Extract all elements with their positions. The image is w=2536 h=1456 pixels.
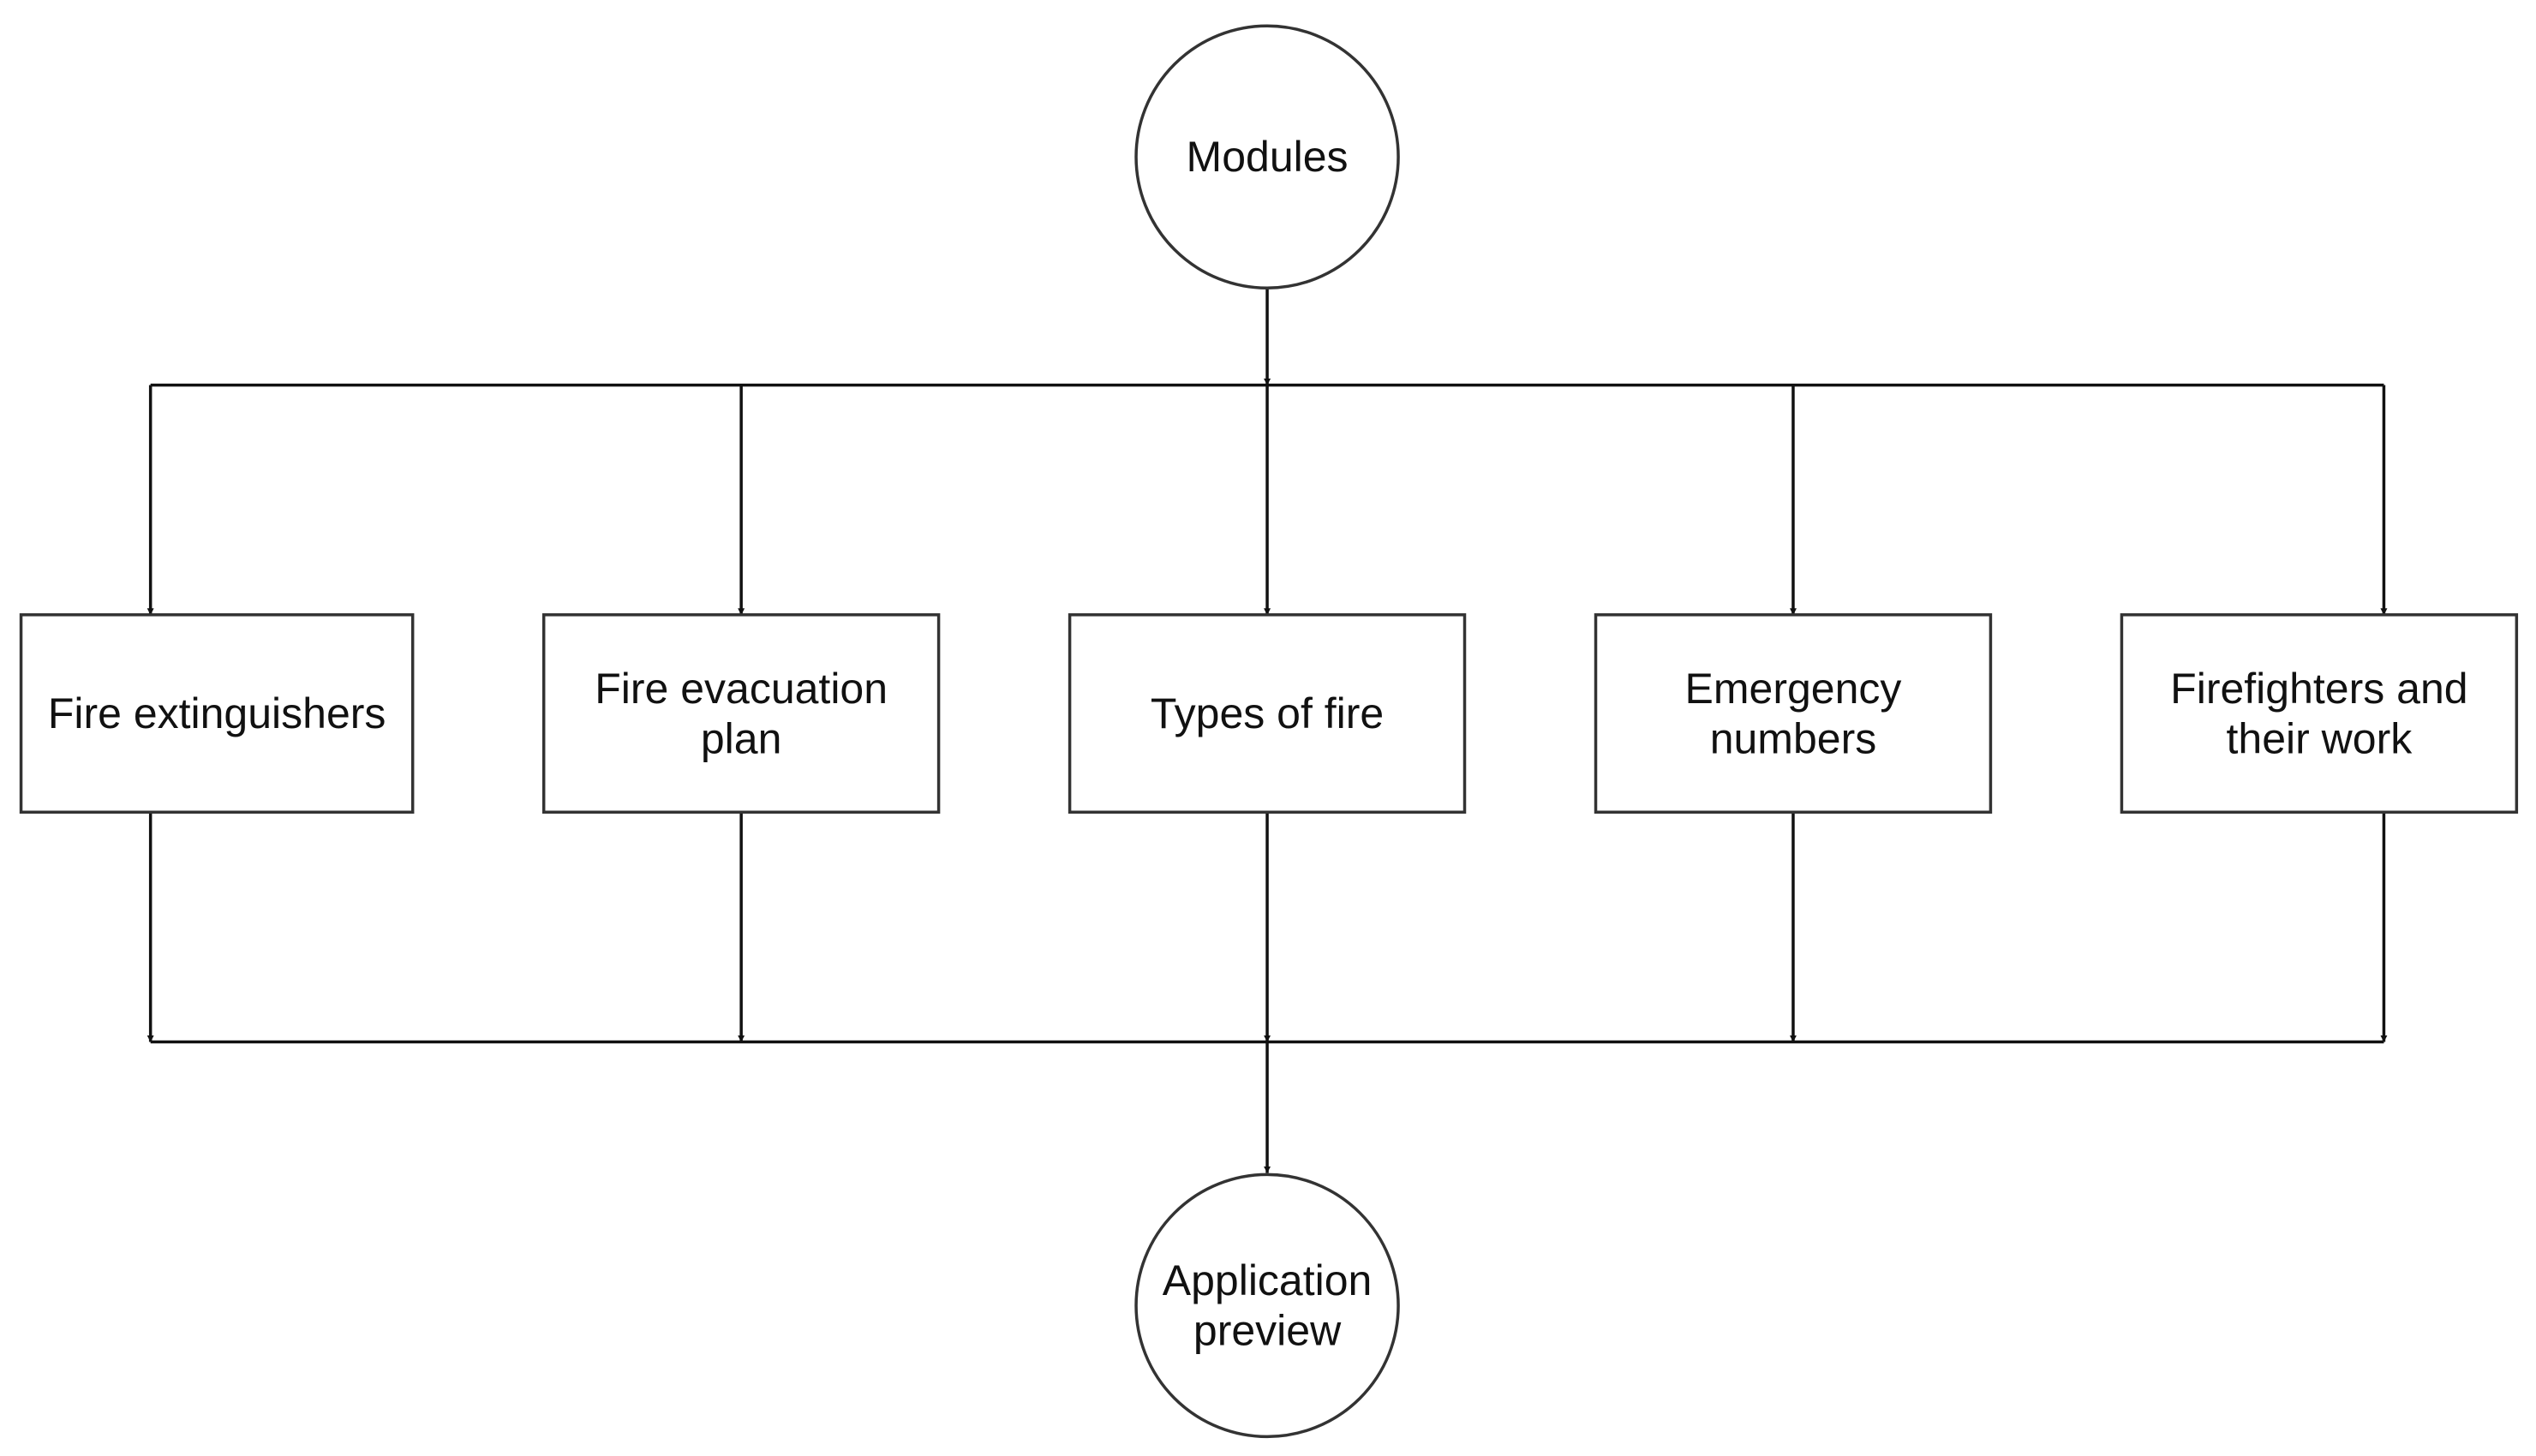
module-node-1 (19, 613, 415, 815)
application-preview-node (1134, 1173, 1400, 1439)
application-preview-label-line-1: Application (1163, 1256, 1373, 1304)
module-node-5 (2120, 613, 2519, 815)
module-4-label-line-1: Emergency (1685, 665, 1902, 713)
module-box-3 (1068, 613, 1467, 815)
module-box-2 (541, 613, 941, 815)
connectors (147, 288, 2388, 1173)
modules-label-line-1: Modules (1187, 133, 1349, 181)
module-box-1 (19, 613, 415, 815)
module-2-label-line-2: plan (701, 714, 782, 762)
module-3-label-line-1: Types of fire (1151, 689, 1384, 737)
module-node-2 (541, 613, 941, 815)
module-5-label-line-1: Firefighters and (2170, 665, 2467, 713)
application-preview-circle (1134, 1173, 1400, 1439)
module-5-label-line-2: their work (2227, 714, 2413, 762)
modules-node (1134, 24, 1400, 289)
module-box-4 (1594, 613, 1993, 815)
module-4-label-line-2: numbers (1710, 714, 1877, 762)
module-1-label-line-1: Fire extinguishers (48, 689, 386, 737)
module-node-4 (1594, 613, 1993, 815)
application-preview-label-line-2: preview (1193, 1307, 1342, 1355)
module-node-3 (1068, 613, 1467, 815)
modules-circle (1134, 24, 1400, 289)
module-2-label-line-1: Fire evacuation (595, 665, 888, 713)
module-box-5 (2120, 613, 2519, 815)
